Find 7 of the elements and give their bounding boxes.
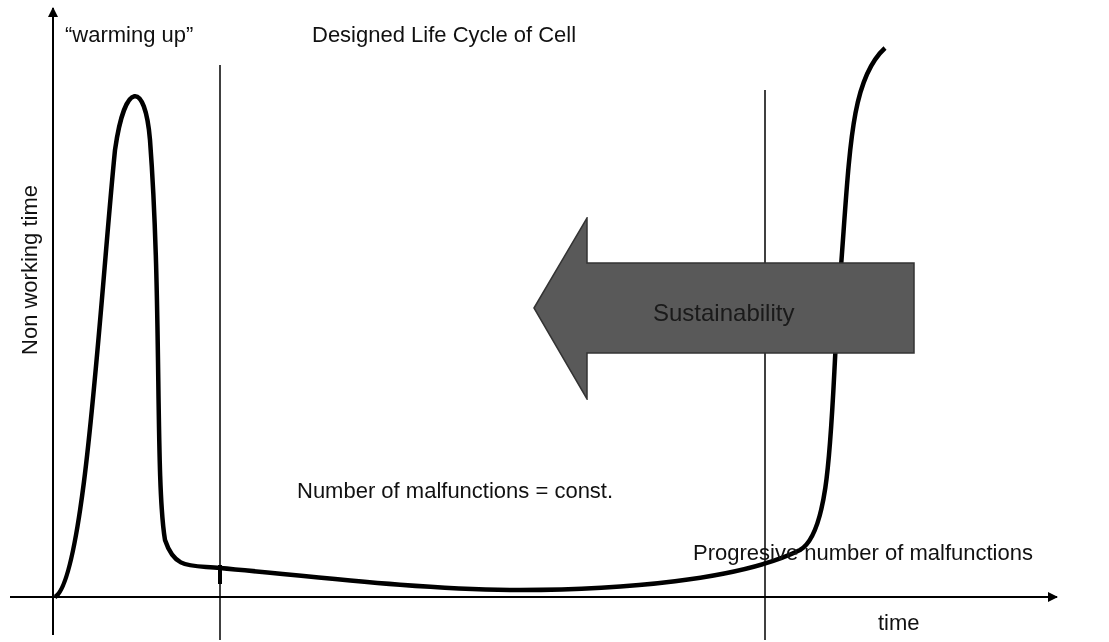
axis-title: Non working time bbox=[17, 184, 43, 357]
axis-title: time bbox=[878, 610, 920, 636]
arrow-shape bbox=[533, 217, 915, 400]
curve-label: Number of malfunctions = const. bbox=[297, 478, 614, 504]
phase-label: “warming up” bbox=[65, 22, 194, 48]
chart-title: Designed Life Cycle of Cell bbox=[312, 22, 577, 48]
arrow-label: Sustainability bbox=[653, 299, 795, 327]
